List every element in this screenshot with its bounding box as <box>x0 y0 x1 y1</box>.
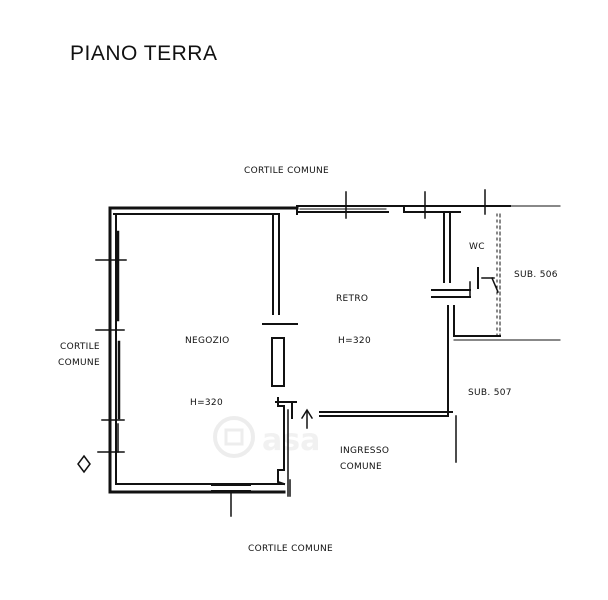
watermark: asa <box>213 416 320 458</box>
label-retro-height: H=320 <box>338 336 371 346</box>
entrance-arrow-icon <box>300 408 314 429</box>
label-cortile-comune-top: CORTILE COMUNE <box>244 166 330 176</box>
label-cortile-comune-bottom: CORTILE COMUNE <box>248 544 334 554</box>
label-ingresso-line2: COMUNE <box>340 462 382 472</box>
label-cortile-left-line2: COMUNE <box>58 358 100 368</box>
label-ingresso-line1: INGRESSO <box>340 446 390 456</box>
wall-bottom <box>108 483 286 517</box>
wall-retro-bottom <box>319 411 453 417</box>
label-retro: RETRO <box>336 294 369 304</box>
wall-partition <box>262 213 298 497</box>
label-negozio-height: H=320 <box>190 398 223 408</box>
label-sub-507: SUB. 507 <box>468 388 512 398</box>
wall-top <box>108 189 561 219</box>
wall-left <box>95 206 127 494</box>
label-negozio: NEGOZIO <box>185 336 230 346</box>
entry-marker-icon <box>77 454 91 474</box>
floor-title: PIANO TERRA <box>70 42 218 65</box>
label-wc: WC <box>469 242 485 252</box>
label-sub-506: SUB. 506 <box>514 270 558 280</box>
label-cortile-left-line1: CORTILE <box>60 342 100 352</box>
wall-wc <box>431 211 561 463</box>
svg-text:asa: asa <box>262 423 320 458</box>
